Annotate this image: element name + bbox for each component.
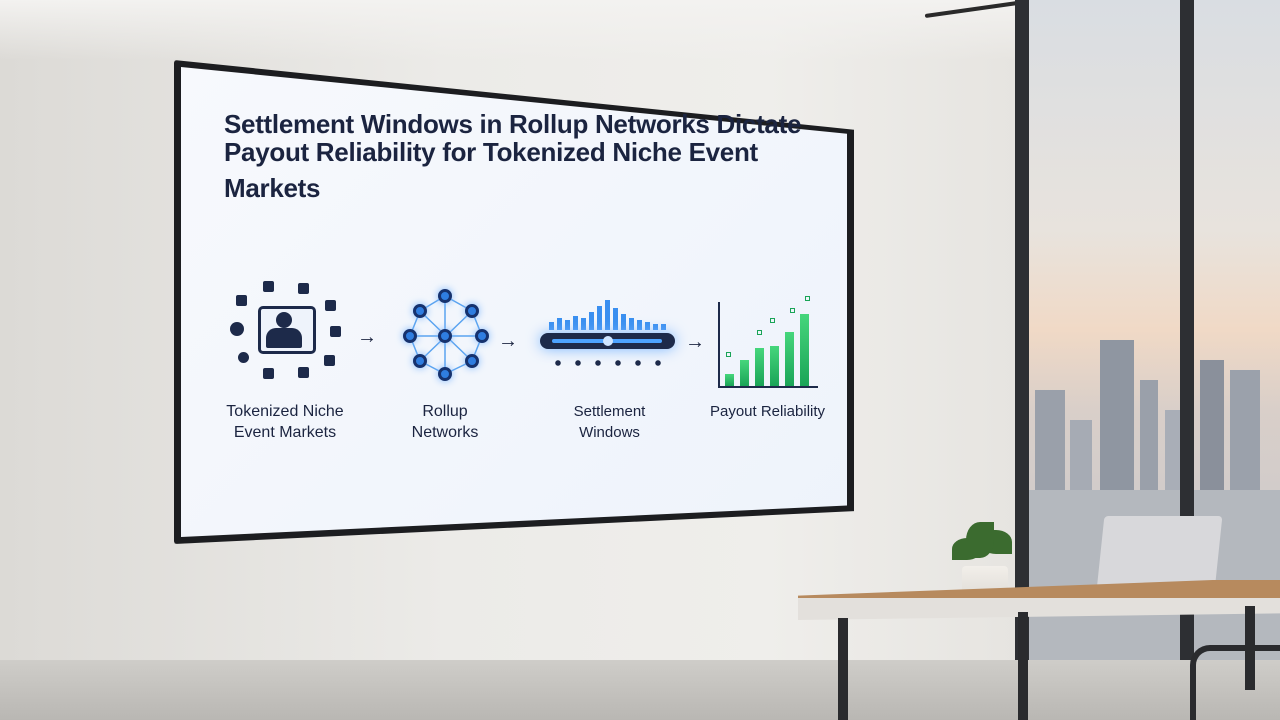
desk-leg	[1018, 612, 1028, 720]
chair	[1190, 645, 1280, 720]
window-frame	[1180, 0, 1194, 660]
arrow-3: →	[685, 331, 705, 353]
stage-label-3: Settlement Windows	[573, 403, 646, 441]
title-line-2: Payout Reliability for Tokenized Niche E…	[224, 137, 758, 203]
desk-leg	[838, 618, 848, 720]
title-line-1: Settlement Windows in Rollup Networks Di…	[224, 109, 802, 139]
arrow-2: →	[498, 330, 518, 352]
plant-leaf	[966, 522, 994, 558]
window-frame	[1015, 0, 1029, 660]
stage-label-4: Payout Reliability	[709, 403, 826, 420]
arrow-1: →	[357, 326, 377, 348]
desk-edge	[798, 598, 1280, 620]
floor	[0, 660, 1280, 720]
stage-label-1: Tokenized Niche Event Markets	[226, 403, 344, 441]
tv-screen	[181, 67, 847, 537]
stage-label-2: Rollup Networks	[411, 403, 479, 441]
slide-title: Settlement Windows in Rollup Networks Di…	[224, 106, 844, 206]
